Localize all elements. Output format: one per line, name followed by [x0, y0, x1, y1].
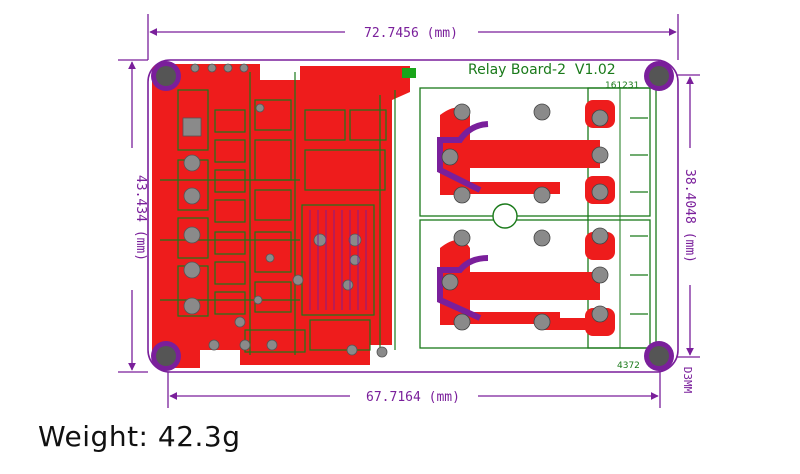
mounting-hole-top-left	[151, 61, 181, 91]
logo-mark	[492, 203, 518, 229]
dimension-lines	[118, 14, 700, 408]
mounting-holes	[151, 61, 674, 371]
mounting-hole-bottom-left	[151, 341, 181, 371]
weight-label: Weight: 42.3g	[38, 420, 241, 453]
relay-2-outline	[419, 219, 651, 349]
ic-traces	[309, 210, 367, 310]
led-indicator	[402, 68, 416, 78]
dim-top-width: 72.7456 (mm)	[364, 26, 458, 41]
board-part-code: 4372	[617, 361, 640, 371]
dim-hole-label: D3MM	[681, 367, 694, 394]
dim-bottom-width: 67.7164 (mm)	[366, 390, 460, 405]
board-date-code: 161231	[605, 81, 639, 91]
mounting-hole-top-right	[644, 61, 674, 91]
relay-section	[419, 87, 657, 349]
dim-right-height: 38.4048 (mm)	[682, 169, 697, 263]
mounting-hole-bottom-right	[644, 341, 674, 371]
component-pads	[182, 63, 388, 358]
board-title: Relay Board-2 V1.02	[468, 62, 616, 78]
dim-left-height: 43.434 (mm)	[133, 175, 148, 261]
relay-1-outline	[419, 87, 651, 217]
